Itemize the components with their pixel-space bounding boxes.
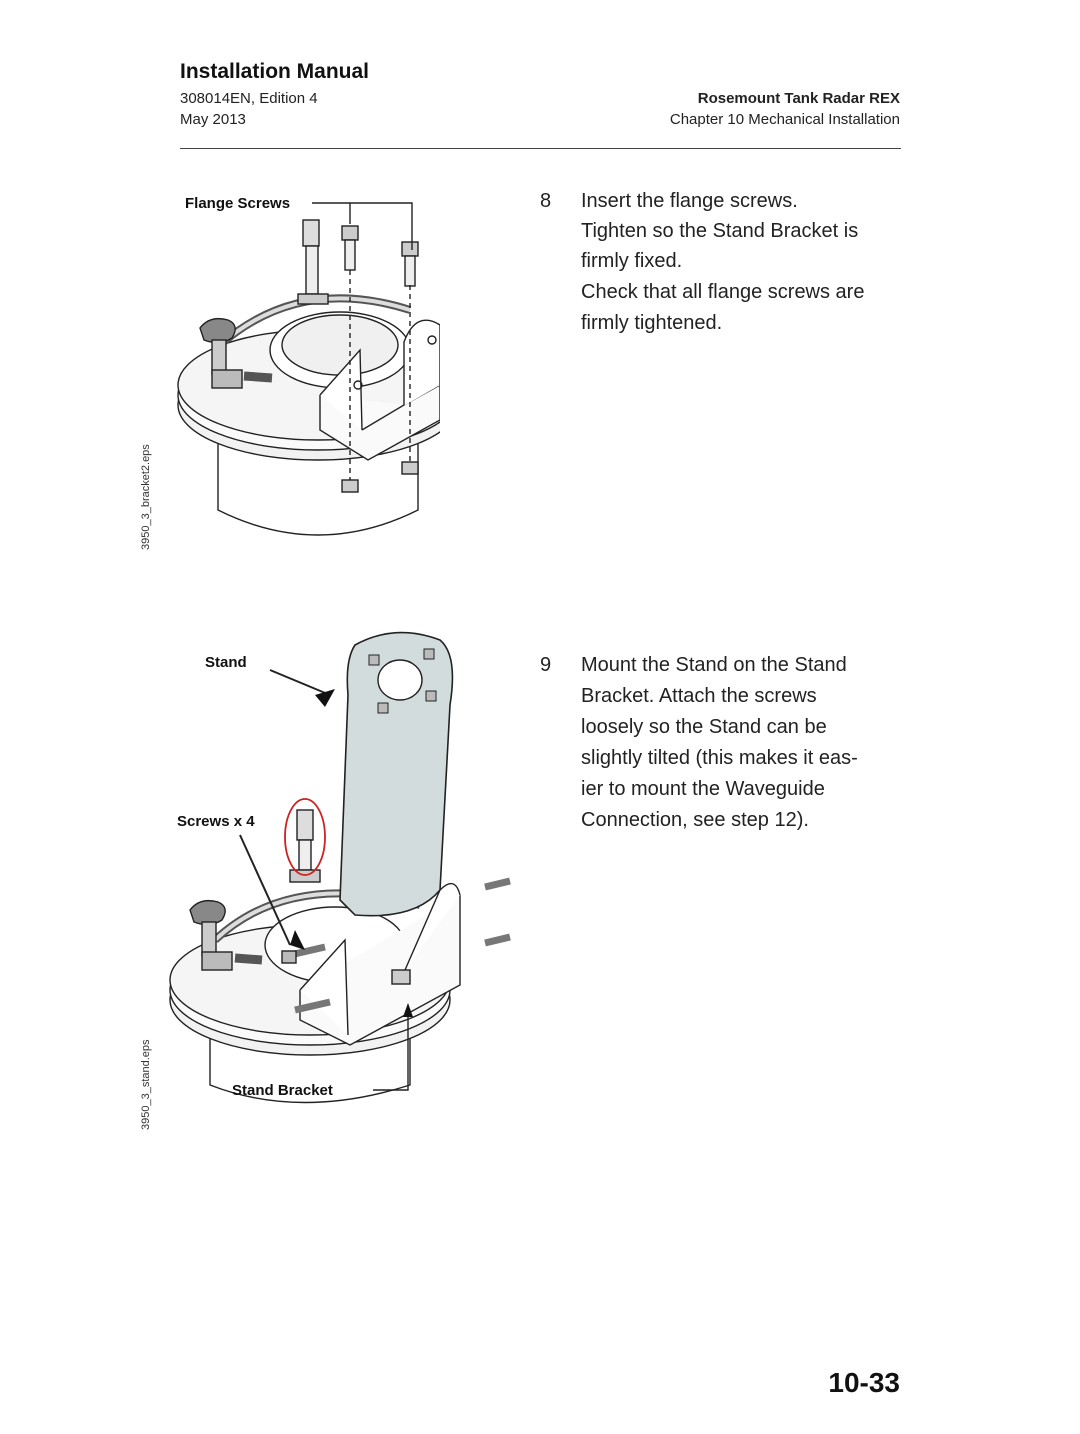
step-8-line-3: firmly fixed. xyxy=(581,250,683,272)
stand-label: Stand xyxy=(205,654,247,671)
step-8-line-4: Check that all flange screws are xyxy=(581,281,865,303)
step-9-line-4: slightly tilted (this makes it eas- xyxy=(581,747,858,769)
product-name: Rosemount Tank Radar REX xyxy=(697,90,900,107)
step-9-line-1: Mount the Stand on the Stand xyxy=(581,654,847,676)
step-9-line-5: ier to mount the Waveguide xyxy=(581,778,825,800)
figure2-file-label: 3950_3_stand.eps xyxy=(140,1039,152,1130)
stand-figure: Stand Screws x 4 Stand Bracket xyxy=(169,631,511,1104)
step-9-number: 9 xyxy=(540,654,552,676)
highlight-circle xyxy=(284,798,326,876)
step-8-number: 8 xyxy=(540,190,552,212)
flange-screws-figure: Flange Screws xyxy=(177,195,440,536)
page-number: 10-33 xyxy=(828,1367,900,1398)
figure1-file-label: 3950_3_bracket2.eps xyxy=(140,444,152,550)
step-9-line-3: loosely so the Stand can be xyxy=(581,716,827,738)
stand-bracket-label: Stand Bracket xyxy=(232,1082,333,1099)
step-8-line-2: Tighten so the Stand Bracket is xyxy=(581,220,859,242)
flange-screws-label: Flange Screws xyxy=(185,195,290,212)
manual-title: Installation Manual xyxy=(180,60,370,83)
step-9-line-2: Bracket. Attach the screws xyxy=(581,685,817,707)
step-8-line-1: Insert the flange screws. xyxy=(581,190,798,212)
screws-label: Screws x 4 xyxy=(177,813,255,830)
doc-number: 308014EN, Edition 4 xyxy=(180,90,318,107)
step-9-line-6: Connection, see step 12). xyxy=(581,809,809,831)
stand-shape xyxy=(339,631,454,917)
chapter-title: Chapter 10 Mechanical Installation xyxy=(669,111,900,128)
doc-date: May 2013 xyxy=(180,111,246,128)
step-8-line-5: firmly tightened. xyxy=(581,312,723,334)
header-rule xyxy=(180,148,901,149)
